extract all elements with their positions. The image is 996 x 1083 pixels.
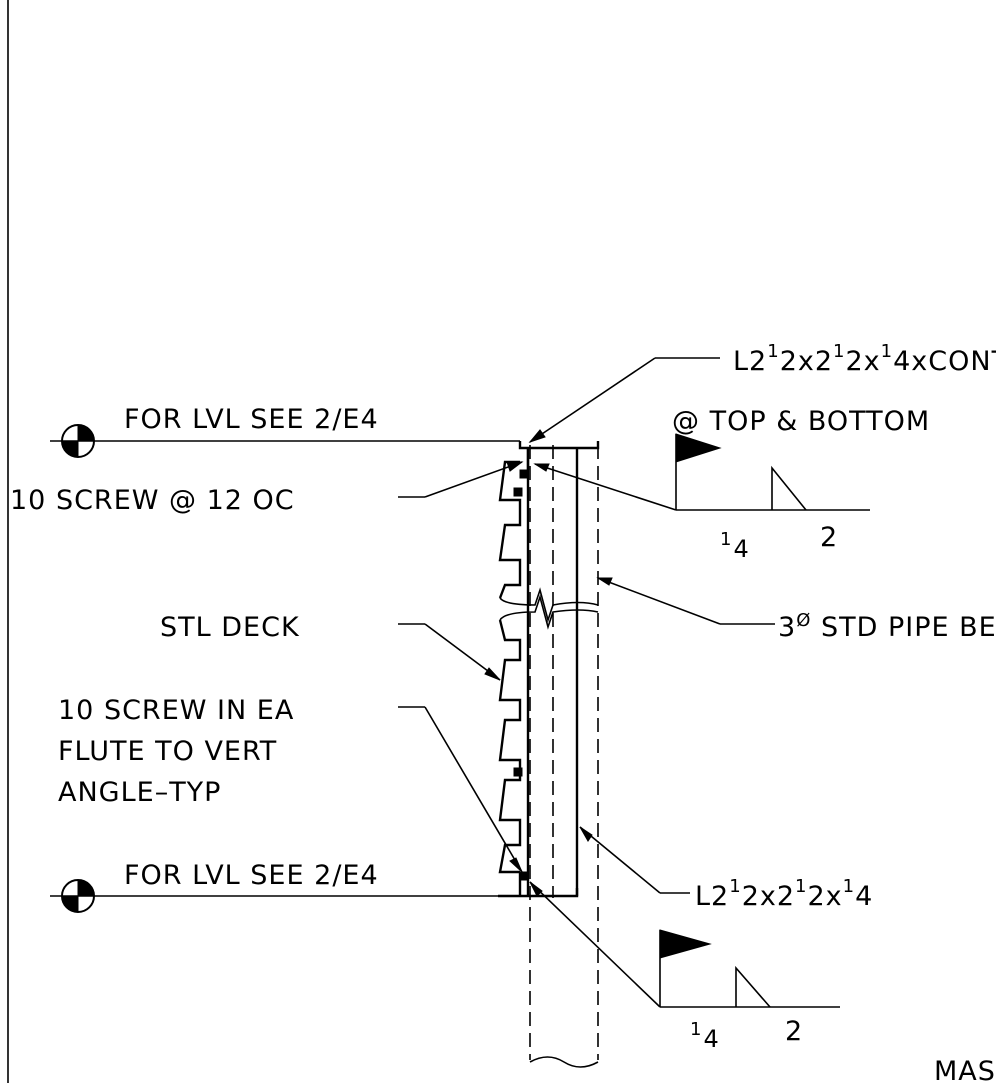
label-top-angle-size: L212x212x14xCONT <box>733 341 996 377</box>
level-label-top: FOR LVL SEE 2/E4 <box>124 404 379 435</box>
leader-pipe <box>596 577 775 625</box>
level-label-bottom: FOR LVL SEE 2/E4 <box>124 860 379 891</box>
leader-screw-top <box>398 461 524 498</box>
leader-screw-flute <box>398 706 523 873</box>
weld-symbol-top <box>533 433 870 511</box>
weld-bottom-length: 2 <box>785 1016 803 1047</box>
label-screw-flute-1: 10 SCREW IN EA <box>58 695 294 726</box>
break-line <box>499 587 599 630</box>
label-pipe: 3Ø STD PIPE BE <box>778 610 996 643</box>
steel-deck-profile <box>498 460 529 881</box>
vertical-angle <box>526 448 579 896</box>
top-continuous-angle <box>518 441 600 470</box>
label-screw-top: 10 SCREW @ 12 OC <box>10 485 295 516</box>
pipe-beyond <box>529 445 599 1068</box>
leader-top-angle <box>528 357 720 444</box>
label-steel-deck: STL DECK <box>160 612 300 643</box>
weld-symbol-bottom <box>529 881 840 1008</box>
label-vertical-angle: L212x212x14 <box>695 876 873 912</box>
label-screw-flute-3: ANGLE–TYP <box>58 777 221 808</box>
label-mas: MAS <box>934 1056 996 1083</box>
label-top-angle-location: @ TOP & BOTTOM <box>672 406 930 437</box>
level-marker-bottom <box>50 879 520 913</box>
level-marker-top <box>50 424 520 458</box>
leader-stl-deck <box>398 623 501 681</box>
weld-top-size: 14 <box>720 529 749 563</box>
weld-top-length: 2 <box>820 522 838 553</box>
label-screw-flute-2: FLUTE TO VERT <box>58 736 277 767</box>
leader-vertical-angle <box>579 826 690 894</box>
weld-bottom-size: 14 <box>690 1019 719 1053</box>
